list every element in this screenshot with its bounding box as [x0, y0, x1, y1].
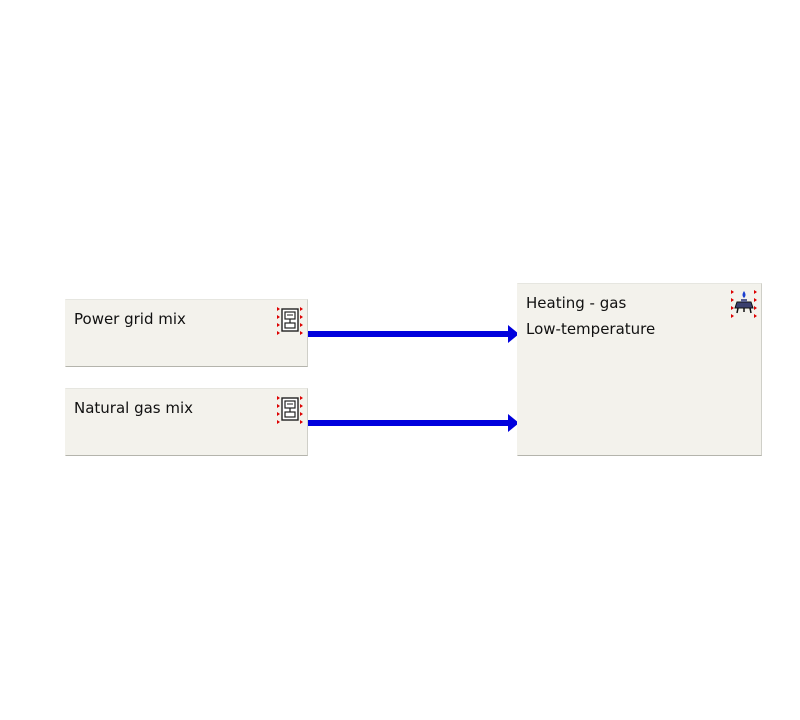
- node-subtitle: Low-temperature: [526, 320, 656, 338]
- edge-gas-to-heating[interactable]: [308, 414, 519, 432]
- process-node-heating-gas[interactable]: Heating - gas Low-temperature: [517, 283, 762, 456]
- flow-arrowhead: [508, 414, 519, 432]
- process-node-power-grid-mix[interactable]: Power grid mix: [65, 299, 308, 367]
- node-label: Power grid mix: [74, 310, 186, 328]
- process-icon: [277, 396, 303, 424]
- node-title: Heating - gas: [526, 294, 627, 312]
- node-label: Natural gas mix: [74, 399, 194, 417]
- flow-arrowhead: [508, 325, 519, 343]
- process-node-natural-gas-mix[interactable]: Natural gas mix: [65, 388, 308, 456]
- edge-power-to-heating[interactable]: [308, 325, 519, 343]
- gas-burner-icon: [731, 290, 757, 318]
- process-icon: [277, 307, 303, 335]
